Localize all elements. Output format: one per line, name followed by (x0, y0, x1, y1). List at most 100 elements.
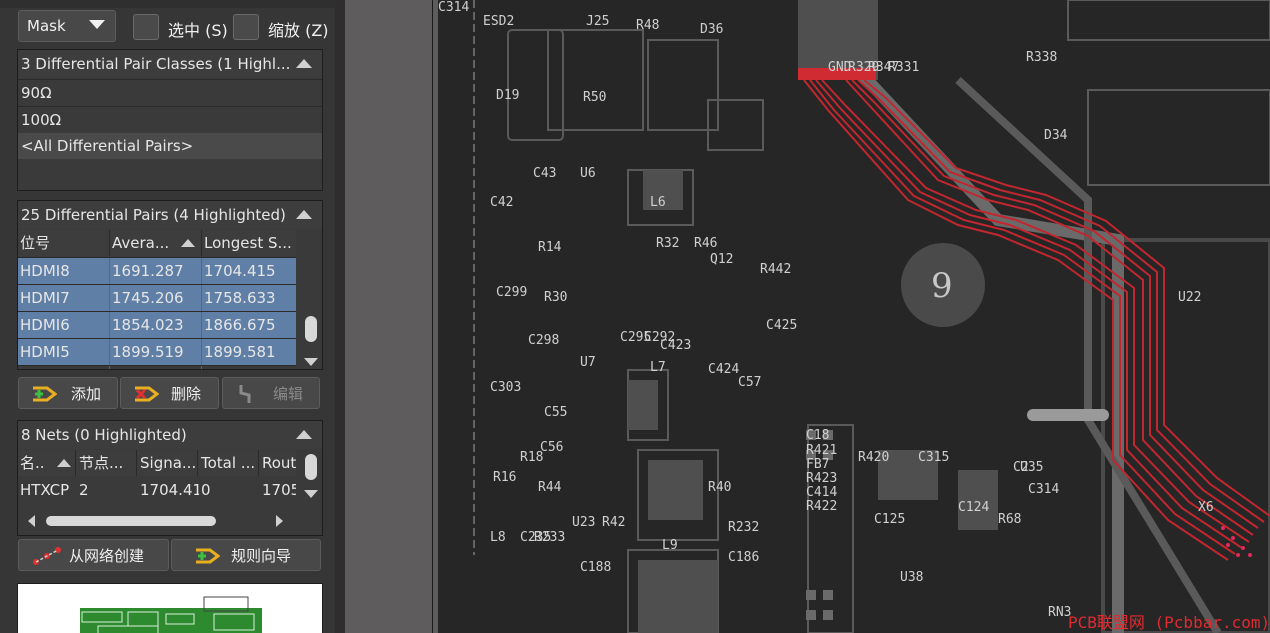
chevron-down-icon (89, 20, 105, 29)
component-label: C57 (738, 375, 762, 390)
net-icon (31, 545, 61, 567)
col-signal[interactable]: Signa... (138, 450, 198, 476)
component-label: R40 (708, 480, 732, 495)
pcb-drawing (473, 0, 1270, 633)
delete-icon (133, 384, 160, 402)
add-pair-button[interactable]: 添加 (18, 377, 118, 409)
board-preview[interactable] (17, 583, 323, 633)
component-label: R338 (1026, 50, 1058, 65)
col-average[interactable]: Avera... (110, 230, 202, 256)
mask-label: Mask (27, 17, 66, 35)
add-icon (31, 384, 58, 402)
rules-wizard-button[interactable]: 规则向导 (171, 539, 321, 571)
nets-column-headers: 名.. 节点... Signa... Total ... Rout (18, 450, 296, 476)
watermark: PCB联盟网 (Pcbbar.com) (1068, 613, 1270, 632)
mask-dropdown[interactable]: Mask (18, 10, 116, 42)
component-label: R42 (602, 515, 626, 530)
component-label: C186 (728, 550, 760, 565)
component-label: L7 (650, 360, 666, 375)
pcb-panel: Mask 选中 (S) 缩放 (Z) 3 Differential Pair C… (0, 0, 335, 633)
component-label: C124 (958, 500, 990, 515)
component-label: C292 (644, 330, 676, 345)
component-label: C315 (918, 450, 950, 465)
component-label: R44 (538, 480, 562, 495)
sort-up-icon[interactable] (296, 210, 312, 219)
component-label: GND (828, 60, 852, 75)
board-preview-image (80, 596, 262, 633)
class-item-100[interactable]: 100Ω (18, 106, 322, 132)
component-label: C235 (520, 530, 552, 545)
component-label: L6 (650, 195, 666, 210)
pairs-scroll-thumb[interactable] (305, 316, 317, 342)
component-label: RN3 (1048, 605, 1072, 620)
component-label: R30 (544, 290, 568, 305)
class-item-all[interactable]: <All Differential Pairs> (18, 133, 322, 159)
table-row[interactable]: DDR262474.7540 (18, 365, 296, 369)
component-label: D36 (700, 22, 724, 37)
component-label: R423 (806, 471, 838, 486)
component-label: C55 (544, 405, 568, 420)
zoom-checkbox[interactable] (233, 14, 259, 40)
col-nodes[interactable]: 节点... (77, 450, 137, 476)
zoom-label: 缩放 (Z) (268, 21, 329, 40)
create-from-nets-button[interactable]: 从网络创建 (18, 539, 169, 571)
component-label: J25 (586, 14, 610, 29)
delete-pair-button[interactable]: 删除 (120, 377, 219, 409)
component-label: C295 (620, 330, 652, 345)
component-label: C314 (438, 0, 470, 15)
nets-header: 8 Nets (0 Highlighted) (18, 421, 322, 449)
col-total[interactable]: Total ... (199, 450, 259, 476)
component-label: U6 (580, 166, 596, 181)
col-longest[interactable]: Longest S... (204, 234, 292, 252)
component-label: C424 (708, 362, 740, 377)
component-label: R329 (848, 60, 880, 75)
component-label: R18 (520, 450, 544, 465)
pairs-list: 25 Differential Pairs (4 Highlighted) 位号… (17, 200, 323, 370)
component-label: U38 (900, 570, 924, 585)
scroll-down-icon[interactable] (304, 358, 318, 366)
sort-up-icon[interactable] (296, 430, 312, 439)
scroll-right-icon[interactable] (276, 515, 283, 527)
add-icon (194, 546, 221, 564)
component-label: X6 (1198, 500, 1214, 515)
component-label: C303 (490, 380, 522, 395)
edit-pair-button: 编辑 (222, 377, 320, 409)
nets-vscrollbar[interactable] (302, 450, 320, 510)
component-label: C2 (1013, 460, 1029, 475)
component-label: C18 (806, 428, 830, 443)
pairs-scrollbar[interactable] (302, 230, 320, 369)
scroll-down-icon[interactable] (304, 490, 318, 498)
nets-list: 8 Nets (0 Highlighted) 名.. 节点... Signa..… (17, 420, 323, 536)
component-label: C56 (540, 440, 564, 455)
component-label: C43 (533, 166, 557, 181)
col-designator[interactable]: 位号 (18, 230, 110, 256)
component-label: C423 (660, 338, 692, 353)
col-name[interactable]: 名.. (18, 450, 76, 476)
component-label: R347 (868, 60, 900, 75)
class-item-90[interactable]: 90Ω (18, 79, 322, 105)
component-label: R420 (858, 450, 890, 465)
sort-up-icon[interactable] (296, 59, 312, 68)
col-routed[interactable]: Rout (262, 454, 296, 472)
component-label: C125 (874, 512, 906, 527)
pairs-header: 25 Differential Pairs (4 Highlighted) (18, 201, 322, 229)
nets-vscroll-thumb[interactable] (305, 454, 317, 480)
component-label: U23 (572, 515, 596, 530)
scroll-left-icon[interactable] (28, 515, 35, 527)
component-label: L8 (490, 530, 506, 545)
table-row[interactable]: HTXCP 2 1704.41 0 1705 (20, 481, 296, 499)
panel-top-strip (0, 0, 335, 8)
nets-hscrollbar[interactable] (18, 511, 296, 529)
component-label: C298 (528, 333, 560, 348)
splitter[interactable] (335, 0, 345, 633)
select-checkbox[interactable] (133, 14, 159, 40)
component-label: R233 (534, 530, 566, 545)
component-label: U35 (1020, 460, 1044, 475)
nets-hscroll-thumb[interactable] (46, 516, 216, 526)
component-label: C42 (490, 195, 514, 210)
